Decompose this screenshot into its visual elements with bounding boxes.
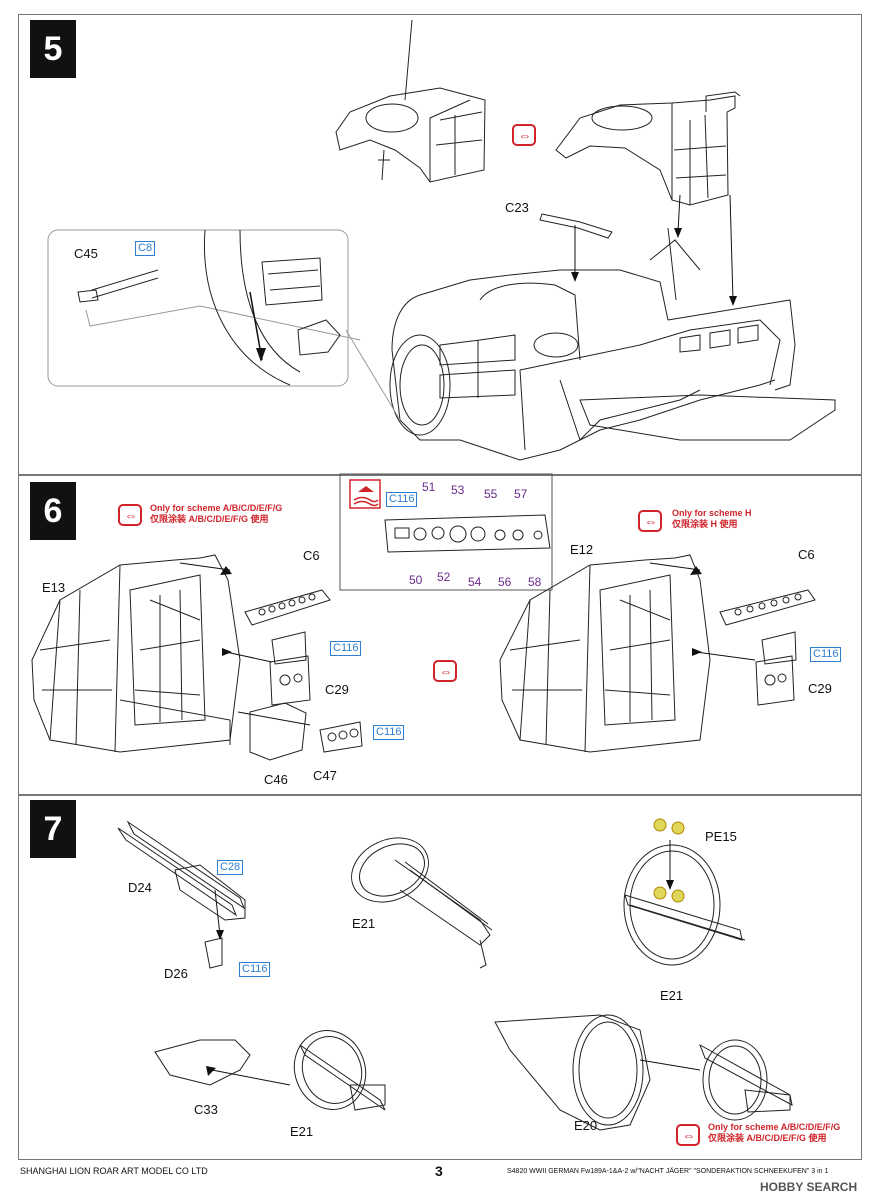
part-label-pe15: PE15 [705,829,737,844]
scheme-note-h-en: Only for scheme H [672,508,752,518]
part-label-c29-left: C29 [325,682,349,697]
part-label-c45: C45 [74,246,98,261]
part-ref-c8: C8 [135,241,156,256]
step-6-number: 6 [30,482,76,540]
scheme-note-abcdefg-en: Only for scheme A/B/C/D/E/F/G [150,503,283,513]
part-label-c6-right: C6 [798,547,815,562]
part-label-e20: E20 [574,1118,598,1133]
decal-54: 54 [468,575,482,589]
part-ref-c116-d26: C116 [239,962,271,977]
part-label-d24: D24 [128,880,152,895]
swap-icon-step6-center: ⇔ [433,660,457,682]
part-ref-c116-right: C116 [810,647,842,662]
part-ref-c116-inset: C116 [386,492,418,507]
part-ref-c28: C28 [217,860,244,875]
part-label-c46: C46 [264,772,288,787]
part-label-e13: E13 [42,580,66,595]
part-ref-c116-c47: C116 [373,725,405,740]
swap-icon-step5: ⇔ [512,124,536,146]
scheme-note-abcdefg2-cn: 仅限涂装 A/B/C/D/E/F/G 使用 [708,1133,827,1143]
decal-52: 52 [437,570,451,584]
step-7-number: 7 [30,800,76,858]
part-label-e21-top: E21 [352,916,376,931]
scheme-note-abcdefg-cn: 仅限涂装 A/B/C/D/E/F/G 使用 [150,514,269,524]
footer-company: SHANGHAI LION ROAR ART MODEL CO LTD [20,1166,208,1176]
part-label-c29-right: C29 [808,681,832,696]
decal-51: 51 [422,480,436,494]
part-ref-c116-left: C116 [330,641,362,656]
decal-50: 50 [409,573,423,587]
part-label-c33: C33 [194,1102,218,1117]
part-label-e21-bottom: E21 [290,1124,314,1139]
decal-57: 57 [514,487,528,501]
footer-page-number: 3 [435,1163,443,1179]
footer-product: S4820 WWII GERMAN Fw189A-1&A-2 w/"NACHT … [507,1168,829,1175]
scheme-note-h-cn: 仅限涂装 H 使用 [672,519,738,529]
decal-56: 56 [498,575,512,589]
watermark-logo: HOBBY SEARCH [760,1180,858,1194]
part-label-e21-right: E21 [660,988,684,1003]
swap-icon-step6-right: ⇔ [638,510,662,532]
part-label-c47: C47 [313,768,337,783]
decal-55: 55 [484,487,498,501]
swap-icon-step6-left: ⇔ [118,504,142,526]
step-7-panel [18,795,862,1160]
swap-icon-step7: ⇔ [676,1124,700,1146]
decal-53: 53 [451,483,465,497]
scheme-note-abcdefg2-en: Only for scheme A/B/C/D/E/F/G [708,1122,841,1132]
decal-58: 58 [528,575,542,589]
part-label-d26: D26 [164,966,188,981]
part-label-c6-left: C6 [303,548,320,563]
part-label-e12: E12 [570,542,594,557]
part-label-c23: C23 [505,200,529,215]
step-5-number: 5 [30,20,76,78]
step-6-panel [18,475,862,795]
